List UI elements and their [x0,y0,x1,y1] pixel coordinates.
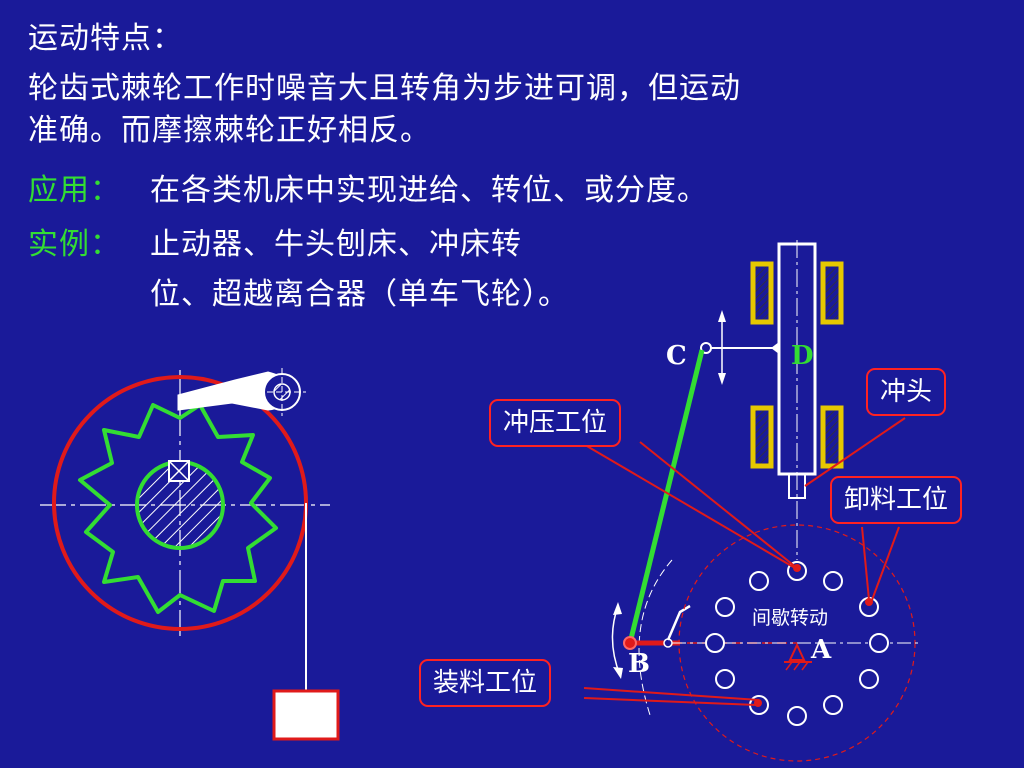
indexing-pawl [666,604,691,641]
guide-block-top-left [750,261,774,325]
label-d: D [791,341,814,371]
connecting-rod [627,349,705,644]
disc-holes [705,561,889,726]
application-text: 在各类机床中实现进给、转位、或分度。 [150,173,708,208]
guide-block-bottom-right [820,405,844,469]
guide-block-top-right [820,261,844,325]
application-label: 应用： [28,173,121,208]
label-intermittent-rotation: 间歇转动 [752,607,828,629]
heading: 运动特点： [28,21,183,56]
paragraph-line-2: 准确。而摩擦棘轮正好相反。 [28,113,431,148]
ground-pivot-a [788,642,806,661]
callout-punch: 冲头 [866,368,947,416]
swing-arrow [611,605,621,676]
callout-leaders [579,417,906,706]
pivot-b [623,636,637,650]
callout-unloading-station: 卸料工位 [830,476,963,524]
label-a: A [810,635,832,665]
hanging-weight [272,689,340,741]
example-line-2: 位、超越离合器（单车飞轮）。 [150,277,569,312]
ratchet-wheel [78,403,278,614]
example-line-1: 止动器、牛头刨床、冲床转 [150,227,522,262]
paragraph-line-1: 轮齿式棘轮工作时噪音大且转角为步进可调，但运动 [28,71,741,106]
example-label: 实例： [28,227,121,262]
callout-loading-station: 装料工位 [419,659,552,707]
guide-block-bottom-left [750,405,774,469]
label-c: C [666,341,687,371]
label-b: B [628,649,650,679]
callout-stamping-station: 冲压工位 [489,399,622,447]
